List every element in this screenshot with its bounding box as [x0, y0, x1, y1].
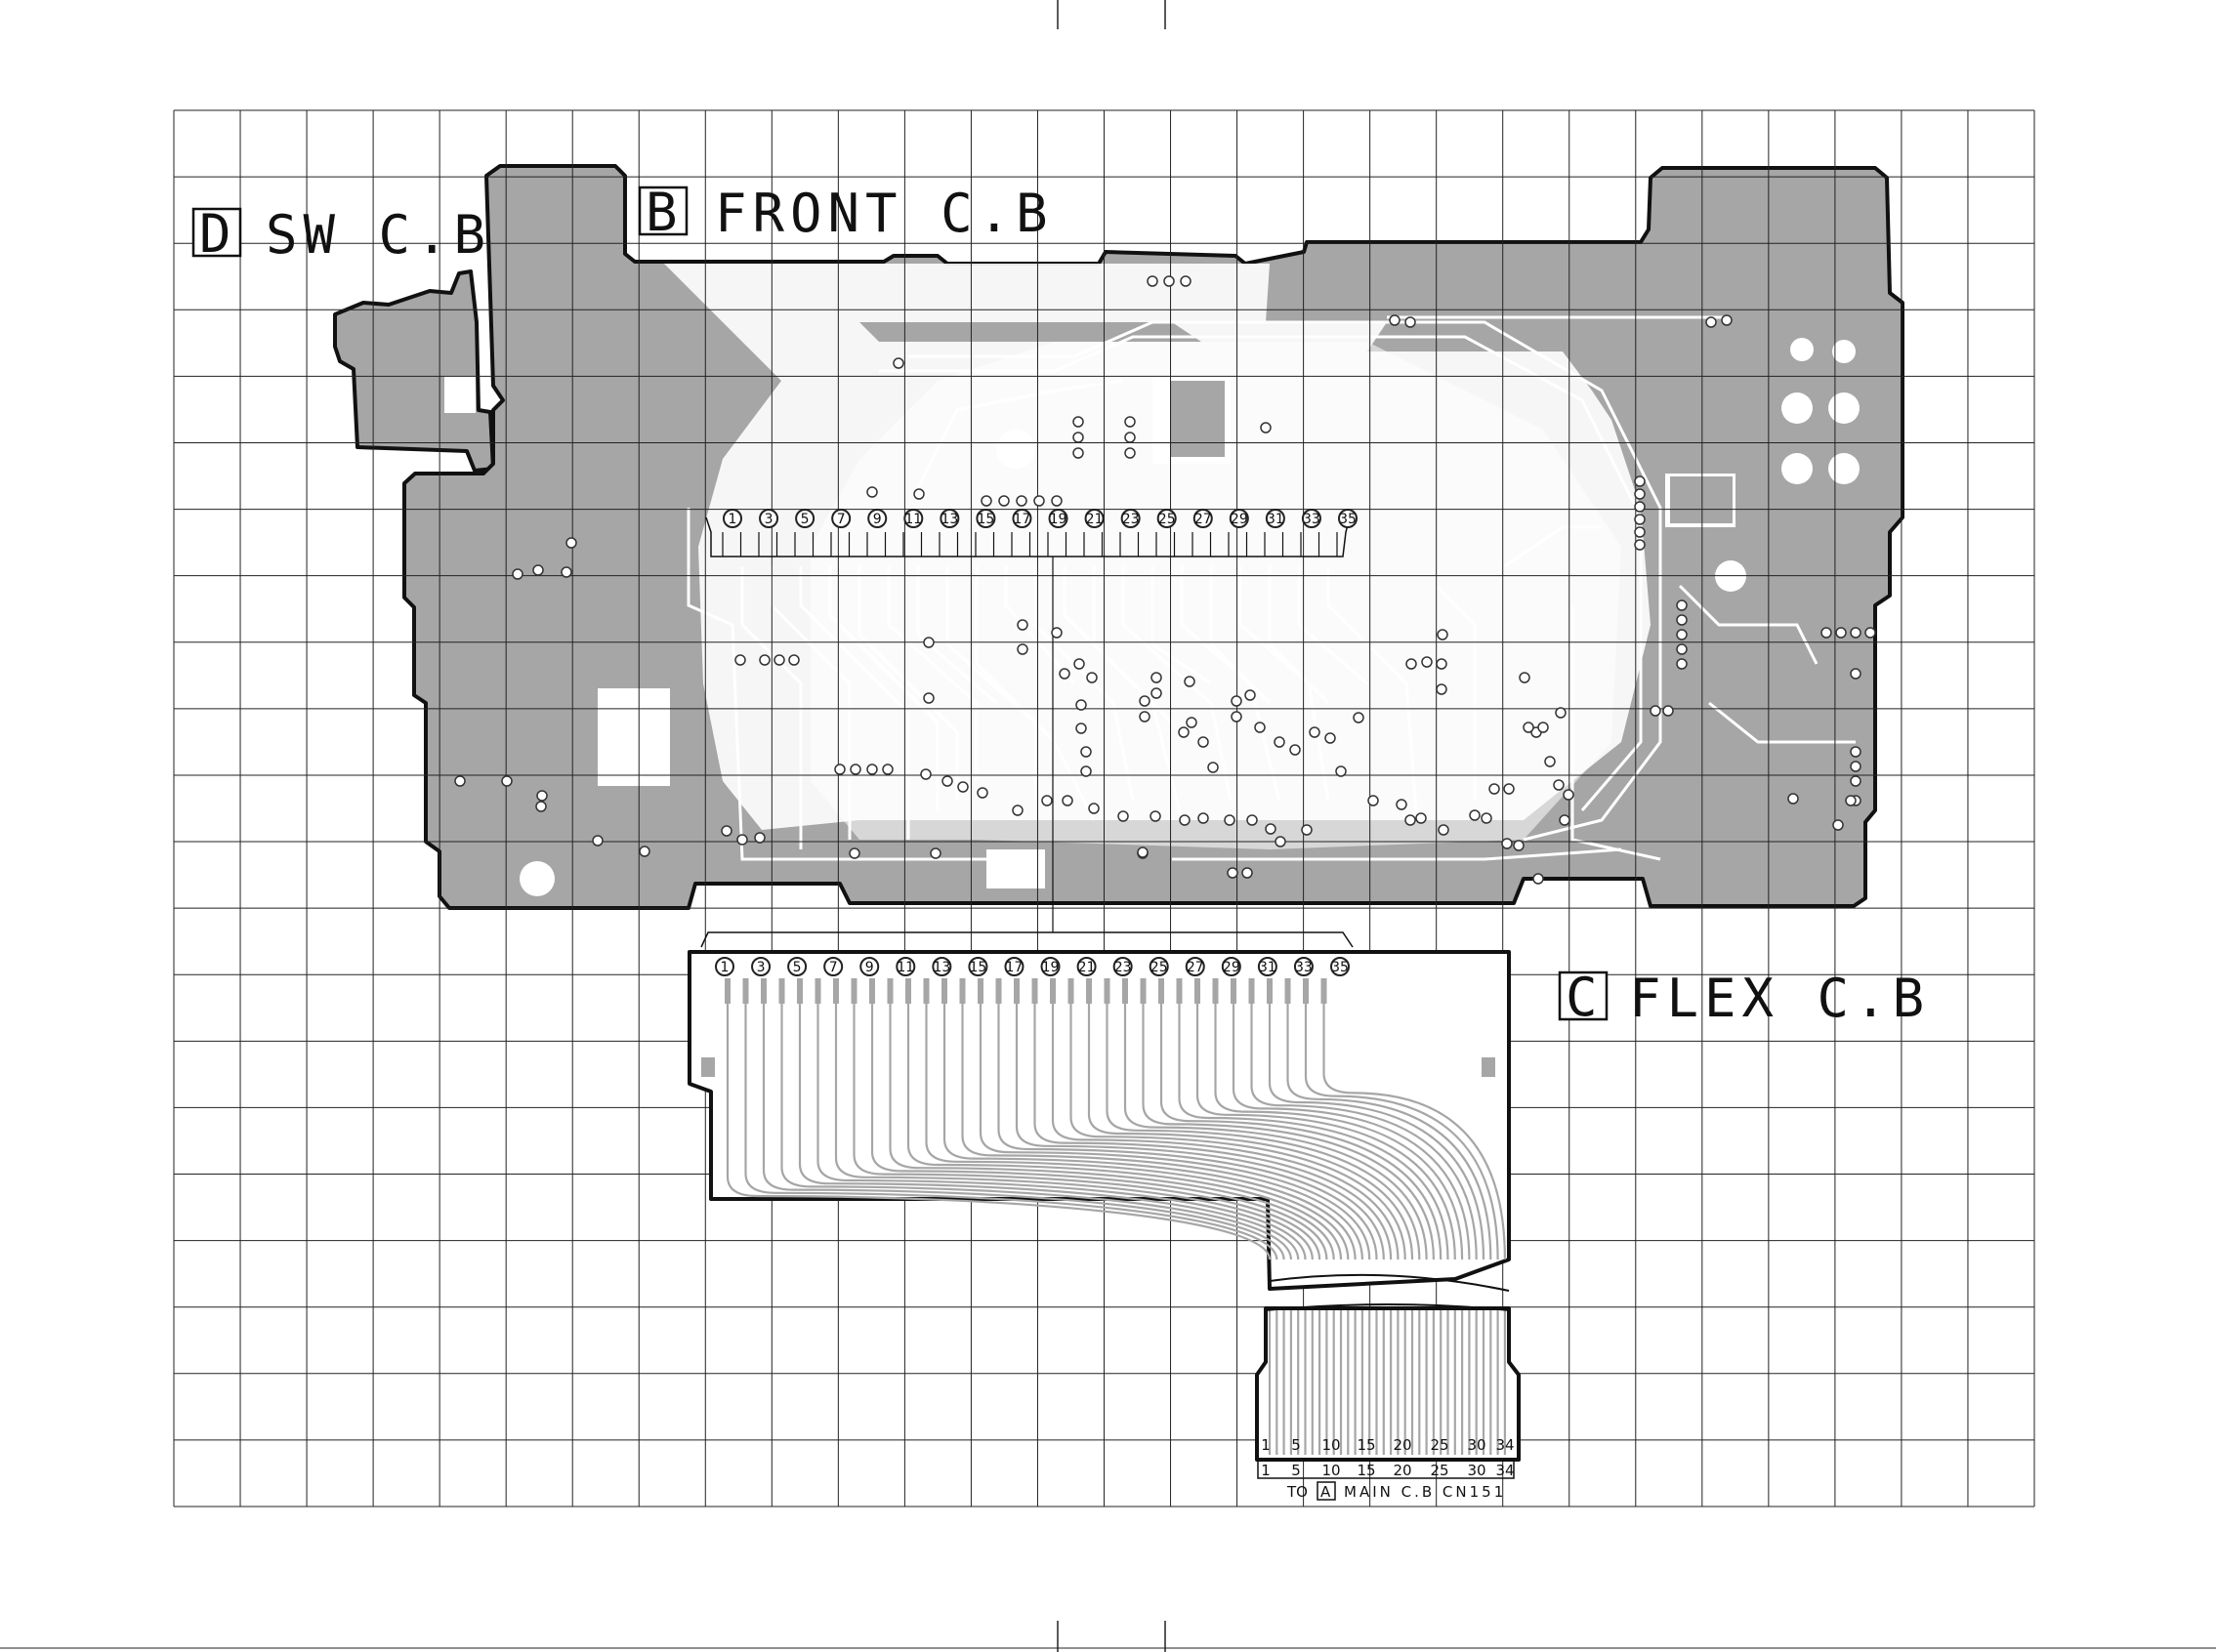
- label-flex-letter: C: [1566, 967, 1604, 1028]
- cable-scale-top-1: 1: [1261, 1436, 1271, 1454]
- flex-pin-35-label: 35: [1331, 960, 1349, 975]
- flex-pin-19-label: 19: [1042, 960, 1060, 975]
- flex-pin-29-label: 29: [1223, 960, 1240, 975]
- label-sw-name: SW C.B: [266, 204, 491, 266]
- cable-scale-top-34: 34: [1495, 1436, 1514, 1454]
- flex-pad-left: [701, 1057, 715, 1077]
- label-flex-board: C FLEX C.B: [1560, 967, 1930, 1029]
- label-sw-board: D SW C.B: [193, 203, 491, 266]
- label-sw-letter: D: [199, 203, 237, 265]
- front-pin-33-label: 33: [1303, 512, 1320, 527]
- flex-pad-right: [1482, 1057, 1495, 1077]
- flex-pin-9-label: 9: [865, 960, 874, 975]
- label-front-board: B FRONT C.B: [640, 182, 1054, 244]
- flex-pin-25-label: 25: [1150, 960, 1168, 975]
- front-pin-13-label: 13: [941, 512, 958, 527]
- front-pin-35-label: 35: [1339, 512, 1357, 527]
- flex-pin-3-label: 3: [757, 960, 766, 975]
- front-pin-15-label: 15: [977, 512, 994, 527]
- flex-pin-7-label: 7: [829, 960, 838, 975]
- sw-board-outline: [335, 271, 493, 471]
- cable-scale-top-5: 5: [1291, 1436, 1301, 1454]
- cable-scale-bottom-20: 20: [1393, 1462, 1411, 1479]
- cable-scale-top-10: 10: [1321, 1436, 1340, 1454]
- front-pin-17-label: 17: [1014, 512, 1031, 527]
- front-pin-27-label: 27: [1194, 512, 1212, 527]
- flex-pin-13-label: 13: [933, 960, 950, 975]
- cable-scale-bottom-15: 15: [1357, 1462, 1375, 1479]
- cable-dest-text: MAIN C.B CN151: [1344, 1483, 1506, 1501]
- label-flex-name: FLEX C.B: [1629, 968, 1930, 1029]
- cable-scale-top-25: 25: [1430, 1436, 1448, 1454]
- front-pin-7-label: 7: [837, 512, 846, 527]
- flex-pin-17-label: 17: [1006, 960, 1024, 975]
- cable-scale-bottom-1: 1: [1261, 1462, 1271, 1479]
- front-pin-23-label: 23: [1122, 512, 1140, 527]
- front-pin-25-label: 25: [1158, 512, 1176, 527]
- cable-scale-bottom-30: 30: [1467, 1462, 1485, 1479]
- cable-scale-top-20: 20: [1393, 1436, 1411, 1454]
- front-pin-31-label: 31: [1267, 512, 1284, 527]
- flex-pin-21-label: 21: [1078, 960, 1096, 975]
- front-pin-3-label: 3: [765, 512, 774, 527]
- front-pin-11-label: 11: [904, 512, 922, 527]
- flex-pin-31-label: 31: [1259, 960, 1276, 975]
- label-front-letter: B: [646, 182, 684, 243]
- flex-pin-1-label: 1: [721, 960, 730, 975]
- flex-pin-27-label: 27: [1187, 960, 1204, 975]
- front-pin-9-label: 9: [873, 512, 882, 527]
- front-pin-5-label: 5: [801, 512, 810, 527]
- flex-pin-23-label: 23: [1114, 960, 1132, 975]
- cable-scale-bottom-10: 10: [1321, 1462, 1340, 1479]
- front-pin-19-label: 19: [1050, 512, 1067, 527]
- front-pin-29-label: 29: [1231, 512, 1248, 527]
- flex-pin-11-label: 11: [897, 960, 914, 975]
- cable-dest-letter: A: [1320, 1483, 1331, 1501]
- label-front-name: FRONT C.B: [715, 183, 1054, 244]
- cable-dest-prefix: TO: [1286, 1483, 1308, 1501]
- front-pin-21-label: 21: [1086, 512, 1104, 527]
- flex-pin-33-label: 33: [1295, 960, 1313, 975]
- cable-scale-bottom-34: 34: [1495, 1462, 1514, 1479]
- cable-scale-top-30: 30: [1467, 1436, 1485, 1454]
- flex-pin-15-label: 15: [969, 960, 986, 975]
- cable-scale-bottom-5: 5: [1291, 1462, 1301, 1479]
- cable-scale-top-15: 15: [1357, 1436, 1375, 1454]
- cable-scale-bottom-25: 25: [1430, 1462, 1448, 1479]
- front-pin-1-label: 1: [729, 512, 737, 527]
- flex-pin-5-label: 5: [793, 960, 802, 975]
